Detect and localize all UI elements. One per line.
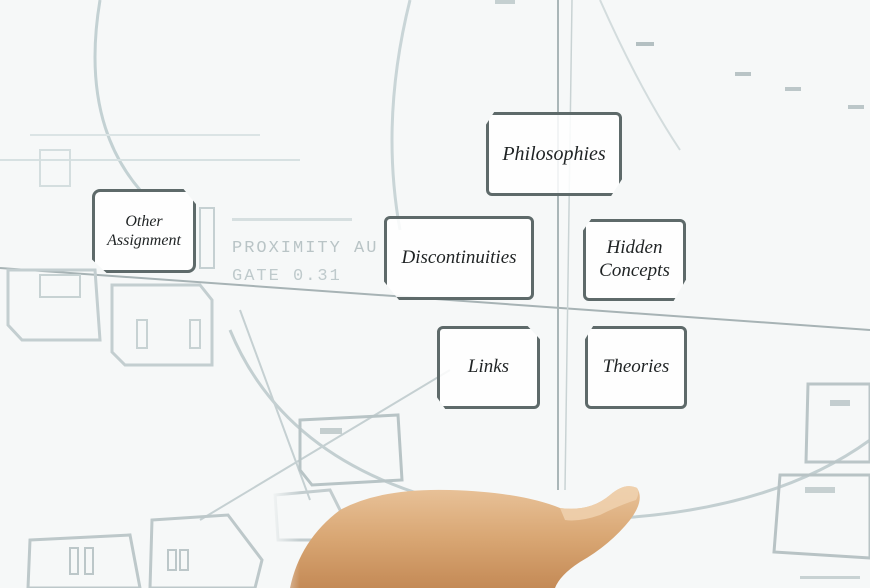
concept-label-philosophies: Philosophies bbox=[502, 143, 606, 165]
concept-node-links[interactable]: Links bbox=[437, 326, 540, 409]
other-assignment-line-2: Assignment bbox=[107, 232, 181, 249]
concept-node-philosophies[interactable]: Philosophies bbox=[486, 112, 622, 196]
other-assignment-line-1: Other bbox=[125, 212, 163, 230]
concept-label-discontinuities: Discontinuities bbox=[401, 246, 517, 268]
concept-node-other-assignment[interactable]: Other Assignment bbox=[92, 189, 196, 273]
concept-node-theories[interactable]: Theories bbox=[585, 326, 687, 409]
concept-label-hidden-concepts: Hidden Concepts bbox=[599, 237, 670, 283]
background-label-line-1: PROXIMITY AU bbox=[232, 239, 378, 258]
concept-label-theories: Theories bbox=[602, 356, 670, 378]
background-label-line-2: GATE 0.31 bbox=[232, 267, 342, 286]
concept-label-links: Links bbox=[467, 356, 510, 378]
concept-node-hidden-concepts[interactable]: Hidden Concepts bbox=[583, 219, 686, 301]
concept-node-discontinuities[interactable]: Discontinuities bbox=[384, 216, 534, 300]
concept-label-other-assignment: Other Assignment bbox=[107, 212, 181, 250]
hidden-concepts-line-1: Hidden bbox=[606, 237, 663, 259]
hidden-concepts-line-2: Concepts bbox=[599, 260, 670, 281]
